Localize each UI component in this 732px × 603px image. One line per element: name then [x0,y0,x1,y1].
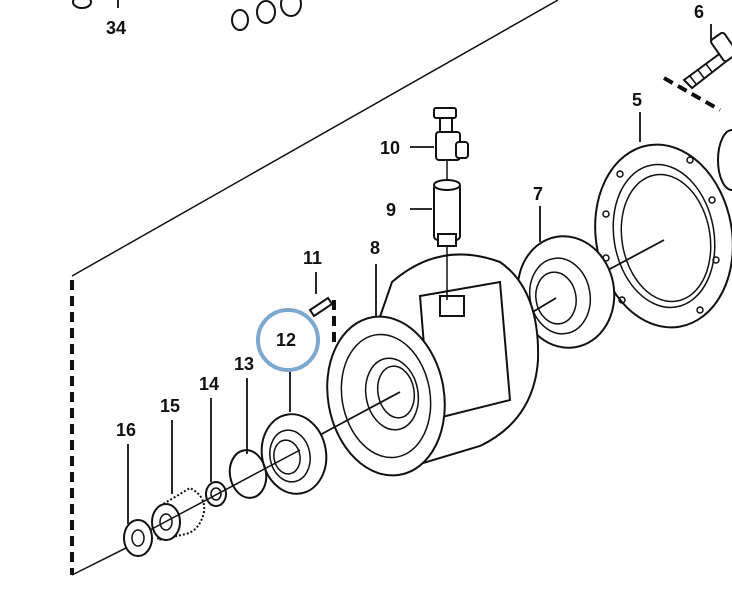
callout-12: 12 [276,330,296,350]
callout-11: 11 [303,248,322,268]
washer-part-16 [123,444,301,557]
pin-part-11 [308,272,334,318]
bolt-part-6 [663,24,732,112]
snap-ring-part-13 [228,378,268,499]
callout-7: 7 [533,184,543,204]
callout-8: 8 [370,238,380,258]
callout-13: 13 [234,354,254,374]
sleeve-part-9 [410,179,461,300]
callout-9: 9 [386,200,396,220]
callout-12-highlight [256,308,320,372]
callout-6: 6 [694,2,704,22]
cover-ring-part-5 [594,112,732,329]
hub-housing-part-8 [317,253,540,477]
washer-part-14 [205,398,227,507]
callout-labels: 34 6 5 10 9 7 8 11 12 13 14 15 16 [106,2,704,440]
callout-34: 34 [106,18,126,38]
callout-16: 16 [116,420,136,440]
callout-5: 5 [632,90,642,110]
part-34-fragment [72,0,302,31]
callout-14: 14 [199,374,219,394]
gear-part-15 [151,420,206,542]
valve-part-10 [410,107,469,180]
bearing-part-7 [515,206,616,349]
callout-15: 15 [160,396,180,416]
callout-10: 10 [380,138,400,158]
